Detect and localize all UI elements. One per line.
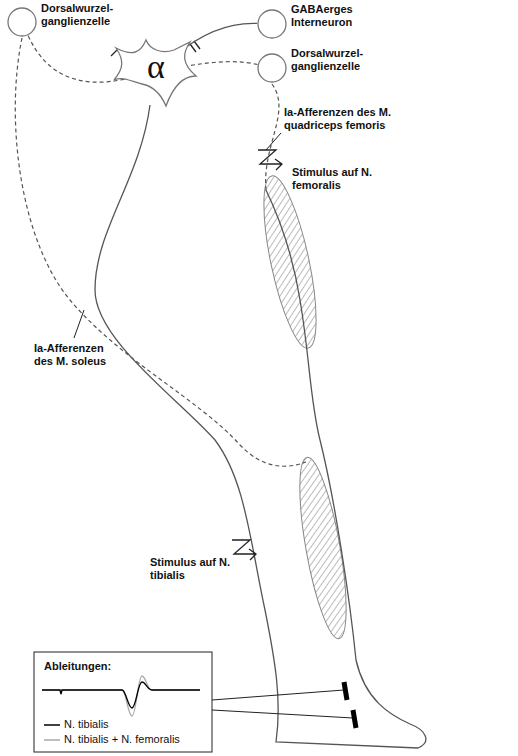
neuron-circle: Dorsalwurzel-ganglienzelle: [7, 7, 37, 37]
nerve-fiber: [176, 23, 257, 55]
alpha-symbol: α: [112, 36, 200, 86]
annotation-label: Ableitungen:: [44, 660, 164, 673]
recording-box: [34, 652, 212, 752]
legend-text: N. tibialis: [64, 718, 109, 731]
legend-text: N. tibialis + N. femoralis: [64, 733, 180, 746]
stimulus-symbol: [232, 540, 256, 560]
motoneuron: α: [112, 36, 200, 108]
cell-label: Dorsalwurzel-ganglienzelle: [41, 2, 129, 28]
electrode-wire: [212, 690, 344, 700]
annotation-label: Stimulus auf N. femoralis: [292, 166, 376, 192]
cell-label: Dorsalwurzel-ganglienzelle: [291, 47, 379, 73]
circle-outline: [7, 7, 37, 37]
soleus-muscle: [290, 454, 355, 641]
legend-line-sample: [44, 735, 62, 745]
cell-label: GABAerges Interneuron: [291, 3, 375, 29]
electrode: [344, 682, 347, 700]
neuron-circle: GABAerges Interneuron: [257, 9, 287, 39]
trace-grey: [42, 676, 200, 716]
nerve-fiber: [28, 36, 127, 83]
synapse-mark: [111, 50, 117, 56]
annotation-label: Ia-Afferenzen des M. soleus: [34, 342, 124, 368]
nerve-fiber: [186, 62, 258, 67]
neuron-circle: Dorsalwurzel-ganglienzelle: [257, 53, 287, 83]
stimulus-symbol: [258, 150, 282, 170]
trace-black: [42, 682, 200, 708]
soleus-afferent: [15, 38, 306, 466]
quadriceps-muscle: [253, 172, 327, 352]
annotation-label: Ia-Afferenzen des M. quadriceps femoris: [284, 106, 434, 132]
circle-outline: [257, 9, 287, 39]
annotation-label: Stimulus auf N. tibialis: [150, 556, 234, 582]
leader-line: [74, 310, 84, 338]
leader-line: [266, 133, 281, 150]
legend-line-sample: [44, 720, 62, 730]
electrode: [353, 710, 356, 728]
synapse-mark: [190, 41, 200, 52]
electrode-wire: [212, 710, 353, 718]
circle-outline: [257, 53, 287, 83]
